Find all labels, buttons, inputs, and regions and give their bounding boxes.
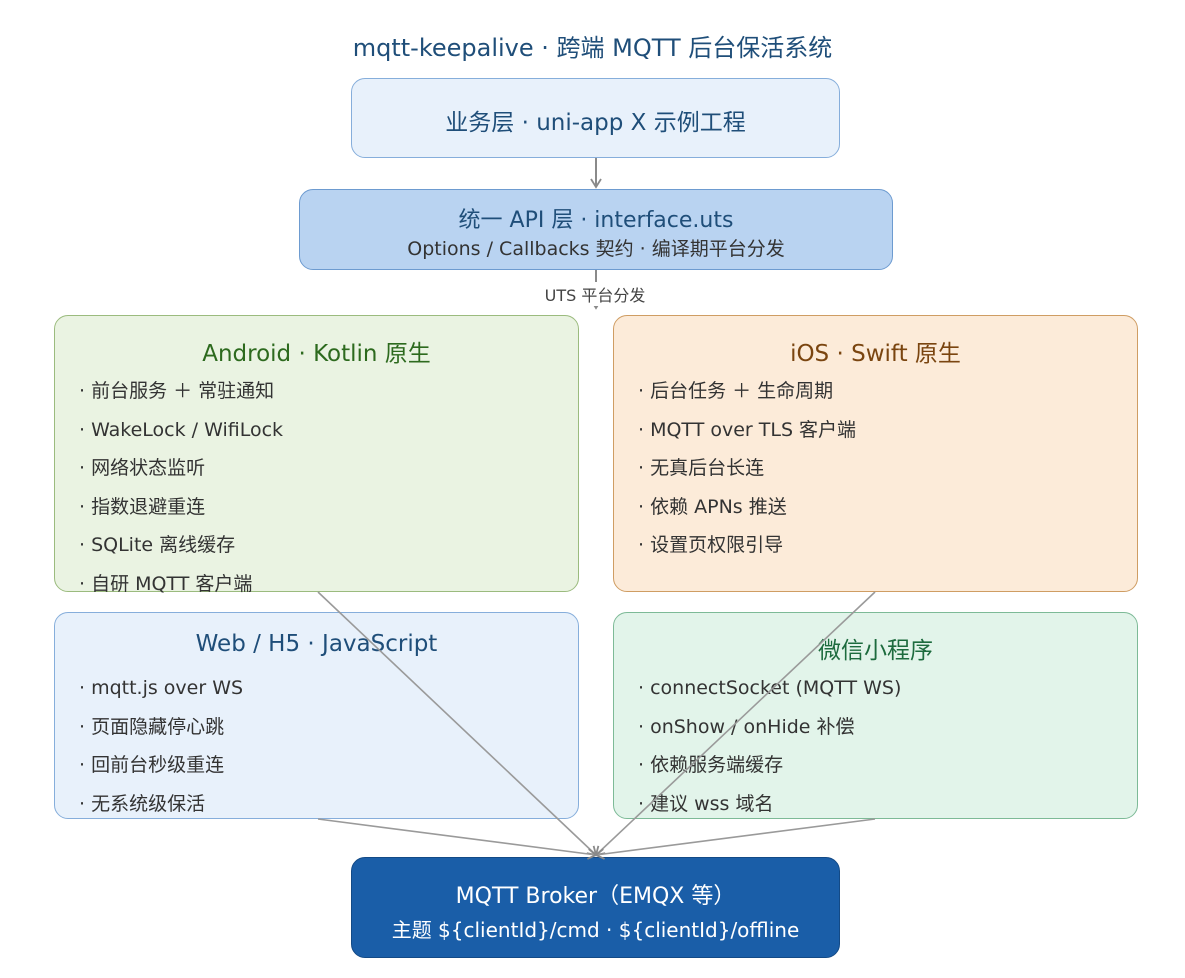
ios-feature: · 设置页权限引导 [638, 534, 784, 556]
diagram-title: mqtt-keepalive · 跨端 MQTT 后台保活系统 [352, 34, 833, 62]
android-feature: · 网络状态监听 [79, 457, 206, 479]
edge-label-uts-dispatch: UTS 平台分发 [520, 282, 670, 306]
android-feature: · 指数退避重连 [79, 495, 206, 518]
web-feature: · 无系统级保活 [79, 792, 206, 815]
ios-feature-list: · 后台任务 ＋ 生命周期 · MQTT over TLS 客户端 · 无真后台… [638, 376, 856, 569]
android-platform-box: Android · Kotlin 原生 · 前台服务 ＋ 常驻通知 · Wake… [54, 315, 579, 595]
ios-feature: · MQTT over TLS 客户端 [638, 418, 857, 441]
ios-platform-box: iOS · Swift 原生 · 后台任务 ＋ 生命周期 · MQTT over… [613, 315, 1138, 592]
wechat-title: 微信小程序 [818, 638, 933, 664]
business-layer-label: 业务层 · uni-app X 示例工程 [445, 110, 746, 136]
web-feature: · mqtt.js over WS [79, 677, 244, 699]
api-layer-subtitle: Options / Callbacks 契约 · 编译期平台分发 [407, 238, 785, 260]
mqtt-broker-box: MQTT Broker（EMQX 等） 主题 ${clientId}/cmd ·… [351, 857, 840, 958]
wechat-feature: · onShow / onHide 补偿 [638, 715, 855, 738]
api-layer-box: 统一 API 层 · interface.uts Options / Callb… [299, 189, 893, 270]
ios-feature: · 依赖 APNs 推送 [638, 495, 787, 518]
wechat-platform-box: 微信小程序 · connectSocket (MQTT WS) · onShow… [613, 612, 1138, 819]
android-feature: · 自研 MQTT 客户端 [79, 572, 253, 595]
wechat-feature: · connectSocket (MQTT WS) [638, 677, 902, 699]
ios-feature: · 后台任务 ＋ 生命周期 [638, 380, 834, 402]
ios-title: iOS · Swift 原生 [790, 341, 961, 367]
web-feature: · 页面隐藏停心跳 [79, 715, 225, 738]
broker-topics: 主题 ${clientId}/cmd · ${clientId}/offline [391, 918, 800, 942]
broker-title: MQTT Broker（EMQX 等） [455, 884, 736, 909]
ios-feature: · 无真后台长连 [638, 457, 765, 479]
wechat-feature-list: · connectSocket (MQTT WS) · onShow / onH… [638, 673, 901, 827]
android-feature: · SQLite 离线缓存 [79, 534, 236, 556]
web-feature-list: · mqtt.js over WS · 页面隐藏停心跳 · 回前台秒级重连 · … [79, 673, 243, 827]
line-web-to-broker [317, 818, 598, 860]
web-feature: · 回前台秒级重连 [79, 754, 225, 776]
business-layer-box: 业务层 · uni-app X 示例工程 [351, 78, 840, 158]
android-title: Android · Kotlin 原生 [202, 341, 431, 367]
web-platform-box: Web / H5 · JavaScript · mqtt.js over WS … [54, 612, 579, 819]
android-feature: · WakeLock / WifiLock [79, 418, 284, 441]
android-feature-list: · 前台服务 ＋ 常驻通知 · WakeLock / WifiLock · 网络… [79, 376, 283, 607]
web-title: Web / H5 · JavaScript [195, 631, 438, 657]
android-feature: · 前台服务 ＋ 常驻通知 [79, 380, 275, 402]
wechat-feature: · 建议 wss 域名 [638, 792, 774, 815]
wechat-feature: · 依赖服务端缓存 [638, 754, 784, 776]
api-layer-title: 统一 API 层 · interface.uts [458, 208, 734, 233]
